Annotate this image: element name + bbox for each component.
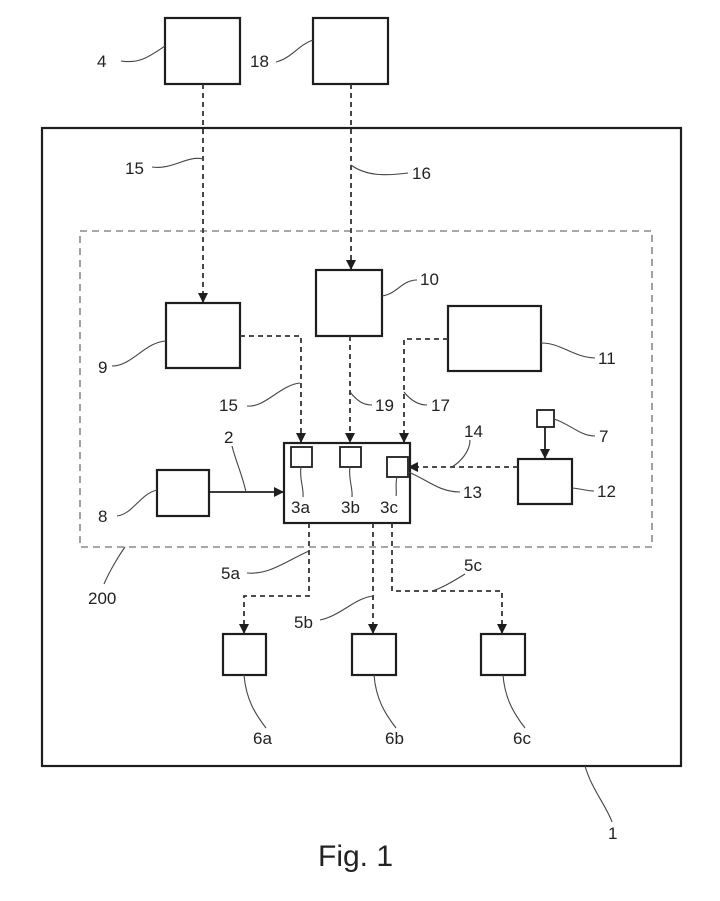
- box-6a: [221, 632, 268, 677]
- box-6b: [350, 632, 398, 677]
- leader-6c: [502, 674, 526, 729]
- leader-5b: [319, 595, 374, 621]
- label-3b: 3b: [341, 498, 360, 517]
- leader-7: [553, 418, 596, 437]
- box-12: [516, 457, 574, 506]
- outer-system-frame: [40, 126, 683, 768]
- box-11: [446, 304, 543, 373]
- label-200: 200: [88, 589, 116, 608]
- label-9: 9: [98, 358, 107, 377]
- label-1: 1: [608, 824, 617, 843]
- label-12: 12: [597, 482, 616, 501]
- box-10: [314, 268, 384, 338]
- leader-5a: [246, 550, 310, 574]
- label-3a: 3a: [291, 498, 310, 517]
- leader-3c: [395, 476, 398, 497]
- leader-8: [116, 489, 158, 517]
- port-3c: [386, 456, 409, 478]
- label-13: 13: [463, 483, 482, 502]
- sensor-7: [536, 409, 555, 428]
- leader-11: [540, 342, 596, 359]
- connection-17-11-to-3c: [399, 338, 448, 443]
- label-7: 7: [599, 427, 608, 446]
- leader-3b: [349, 466, 353, 498]
- leader-3a: [300, 466, 304, 498]
- figure-caption: Fig. 1: [318, 840, 393, 873]
- label-6a: 6a: [253, 729, 272, 748]
- box-8: [155, 468, 211, 518]
- leader-6b: [373, 674, 397, 729]
- leader-10: [381, 279, 418, 297]
- label-19: 19: [375, 396, 394, 415]
- label-16: 16: [412, 164, 431, 183]
- box-4: [163, 16, 242, 86]
- leader-6a: [243, 674, 267, 729]
- label-3c: 3c: [380, 498, 398, 517]
- label-18: 18: [250, 52, 269, 71]
- label-5c: 5c: [464, 556, 482, 575]
- port-3b: [339, 446, 362, 468]
- label-15-mid: 15: [219, 396, 238, 415]
- label-5a: 5a: [221, 564, 240, 583]
- label-6b: 6b: [385, 729, 404, 748]
- leader-12: [571, 487, 595, 492]
- label-4: 4: [97, 52, 106, 71]
- box-6c: [479, 632, 527, 677]
- leader-15-mid: [246, 382, 301, 407]
- leader-14: [451, 439, 471, 468]
- leader-200: [103, 546, 126, 585]
- leader-5c: [431, 573, 466, 592]
- label-15-top: 15: [125, 159, 144, 178]
- leader-1: [584, 765, 613, 823]
- connection-5c: [391, 523, 507, 634]
- leader-16: [350, 164, 409, 176]
- label-2: 2: [224, 428, 233, 447]
- leader-13: [407, 471, 461, 493]
- label-5b: 5b: [294, 613, 313, 632]
- leader-15-top: [151, 157, 204, 168]
- connection-5a: [239, 523, 310, 634]
- box-18: [311, 16, 390, 86]
- label-8: 8: [98, 507, 107, 526]
- leader-17: [403, 391, 428, 406]
- label-10: 10: [420, 270, 439, 289]
- label-17: 17: [431, 396, 450, 415]
- box-9: [164, 301, 242, 370]
- connection-15-9-to-3a: [240, 335, 306, 443]
- leader-18: [275, 39, 314, 63]
- label-11: 11: [598, 349, 616, 368]
- label-6c: 6c: [513, 729, 531, 748]
- leader-2: [231, 445, 247, 493]
- leader-4: [120, 45, 166, 63]
- port-3a: [290, 446, 313, 468]
- leader-19: [349, 391, 373, 406]
- label-14: 14: [464, 422, 483, 441]
- leader-9: [111, 340, 167, 367]
